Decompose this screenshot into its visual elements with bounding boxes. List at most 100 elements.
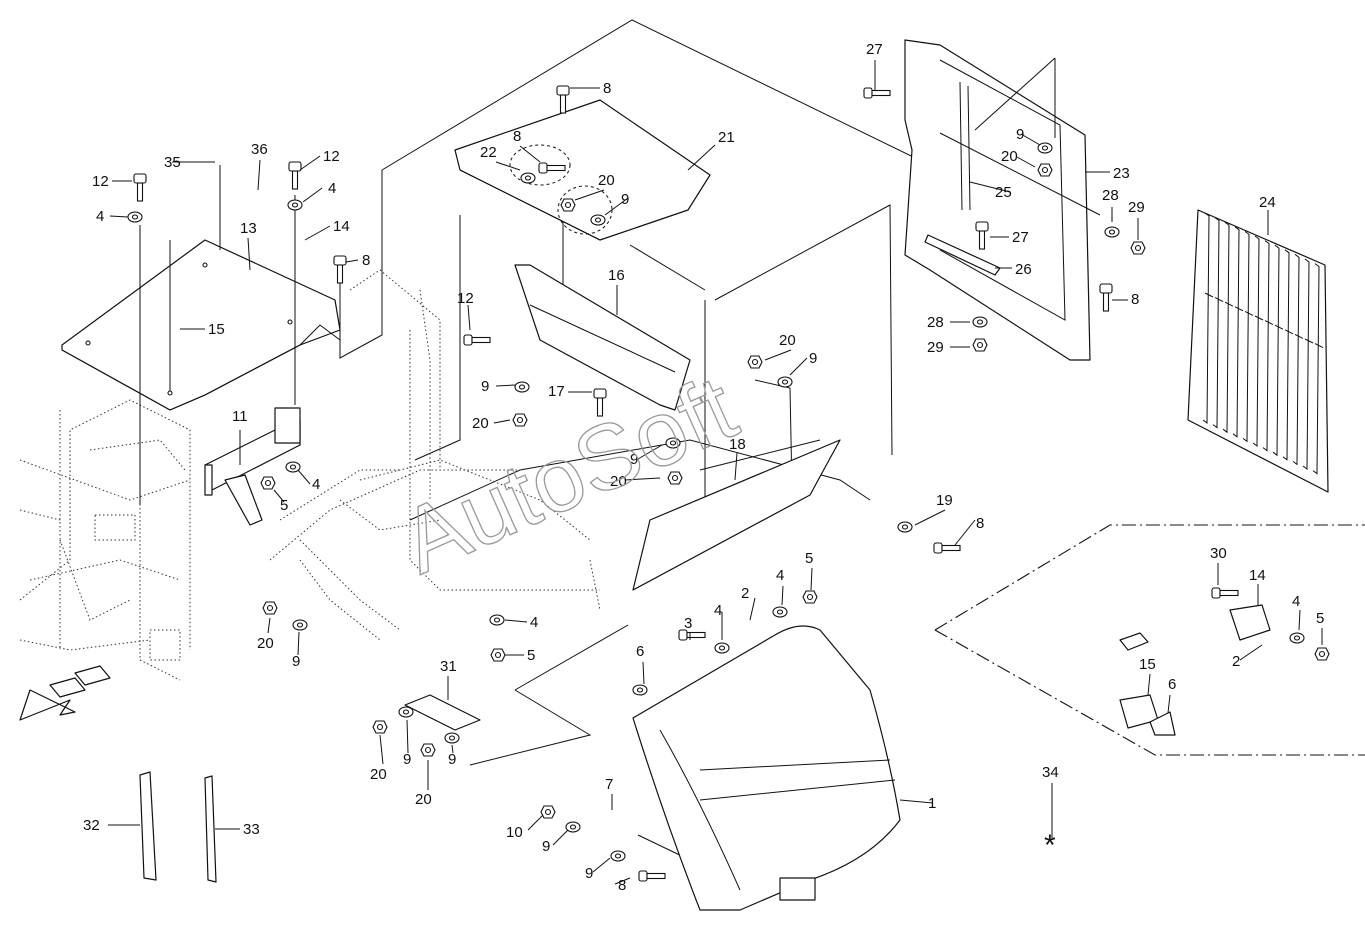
callout-leader xyxy=(493,419,511,424)
callout-leader xyxy=(519,145,541,163)
callout-leader xyxy=(624,477,661,481)
callout-24: 24 xyxy=(1259,194,1276,211)
callout-leader xyxy=(614,877,631,885)
bolt-shank-icon xyxy=(559,94,567,114)
callout-14: 14 xyxy=(1249,567,1266,584)
callout-leader xyxy=(687,144,716,171)
callout-leader xyxy=(914,509,946,526)
bolt-shank-icon xyxy=(941,544,961,552)
grille-rib xyxy=(1222,221,1230,434)
callout-20: 20 xyxy=(370,766,387,783)
mounting-plate xyxy=(404,694,481,731)
grille-rib-notch xyxy=(1274,324,1284,330)
bolt-head-icon xyxy=(933,542,943,554)
callout-9: 9 xyxy=(1016,126,1024,143)
callout-13: 13 xyxy=(240,220,257,237)
callout-30: 30 xyxy=(1210,545,1227,562)
callout-17: 17 xyxy=(548,383,565,400)
grille-rib-notch xyxy=(1234,306,1244,312)
callout-leader xyxy=(257,159,261,191)
callout-23: 23 xyxy=(1113,165,1130,182)
nut-hole-icon xyxy=(264,479,272,487)
callout-leader xyxy=(1016,156,1036,168)
callout-leader xyxy=(406,719,409,754)
washer-hole-icon xyxy=(524,175,532,181)
washer-hole-icon xyxy=(448,735,456,741)
callout-20: 20 xyxy=(472,415,489,432)
callout-26: 26 xyxy=(1015,261,1032,278)
callout-6: 6 xyxy=(636,643,644,660)
washer-hole-icon xyxy=(776,609,784,615)
washer-hole-icon xyxy=(291,202,299,208)
asterisk-marker: * xyxy=(1044,829,1056,862)
callout-2: 2 xyxy=(1232,653,1240,670)
grille-panel xyxy=(1187,209,1329,493)
callout-9: 9 xyxy=(403,751,411,768)
washer-hole-icon xyxy=(1108,229,1116,235)
grille-rib xyxy=(1272,244,1280,457)
direction-arrow xyxy=(19,632,1149,721)
grille-rib xyxy=(1282,249,1290,461)
nut-hole-icon xyxy=(1041,166,1049,174)
callout-leader xyxy=(954,519,976,546)
grille-rib-notch xyxy=(1264,320,1274,326)
washer-hole-icon xyxy=(636,687,644,693)
nut-hole-icon xyxy=(1134,244,1142,252)
callout-20: 20 xyxy=(598,172,615,189)
bolt-head-icon xyxy=(1211,587,1221,599)
callout-leader xyxy=(267,617,271,634)
callout-18: 18 xyxy=(729,436,746,453)
grille-rib xyxy=(1232,226,1240,438)
washer-hole-icon xyxy=(402,709,410,715)
callout-15: 15 xyxy=(1139,656,1156,673)
bolt-shank-icon xyxy=(596,397,604,417)
callout-22: 22 xyxy=(480,144,497,161)
callout-leader xyxy=(781,585,784,606)
washer-hole-icon xyxy=(518,384,526,390)
callout-20: 20 xyxy=(1001,148,1018,165)
callout-8: 8 xyxy=(513,128,521,145)
callout-leader xyxy=(592,857,611,873)
callout-leader xyxy=(304,225,331,241)
callout-leader xyxy=(1147,673,1151,696)
grille-rib xyxy=(1262,240,1270,452)
grille-rib xyxy=(1302,258,1310,470)
support-bracket xyxy=(204,407,301,526)
grille-rib-notch xyxy=(1254,315,1264,321)
grille-rib-notch xyxy=(1294,333,1304,339)
callout-10: 10 xyxy=(506,824,523,841)
grille-rib-notch xyxy=(1204,292,1214,298)
bolt-head-icon xyxy=(333,255,347,266)
callout-8: 8 xyxy=(618,877,626,894)
callout-34: 34 xyxy=(1042,764,1059,781)
callout-4: 4 xyxy=(776,567,784,584)
washer-hole-icon xyxy=(569,824,577,830)
callout-5: 5 xyxy=(1316,610,1324,627)
nut-hole-icon xyxy=(806,593,814,601)
bolt-shank-icon xyxy=(978,230,986,250)
nut-hole-icon xyxy=(751,358,759,366)
callout-leader xyxy=(574,189,605,201)
callout-leader xyxy=(810,567,813,591)
washer-hole-icon xyxy=(1041,145,1049,151)
callout-4: 4 xyxy=(714,602,722,619)
nut-hole-icon xyxy=(424,746,432,754)
callout-8: 8 xyxy=(976,515,984,532)
callout-9: 9 xyxy=(809,350,817,367)
callout-8: 8 xyxy=(1131,291,1139,308)
bolt-shank-icon xyxy=(1102,292,1110,312)
grille-rib-notch xyxy=(1314,343,1324,349)
callout-20: 20 xyxy=(415,791,432,808)
callout-35: 35 xyxy=(164,154,181,171)
callout-14: 14 xyxy=(333,218,350,235)
callout-leader xyxy=(109,215,129,218)
callout-leader xyxy=(299,155,321,171)
callout-leader xyxy=(302,187,323,203)
callout-3: 3 xyxy=(684,615,692,632)
grille-rib xyxy=(1212,217,1220,429)
callout-leader xyxy=(734,452,738,481)
top-plate xyxy=(454,99,711,241)
callout-5: 5 xyxy=(527,647,535,664)
callout-2: 2 xyxy=(741,585,749,602)
